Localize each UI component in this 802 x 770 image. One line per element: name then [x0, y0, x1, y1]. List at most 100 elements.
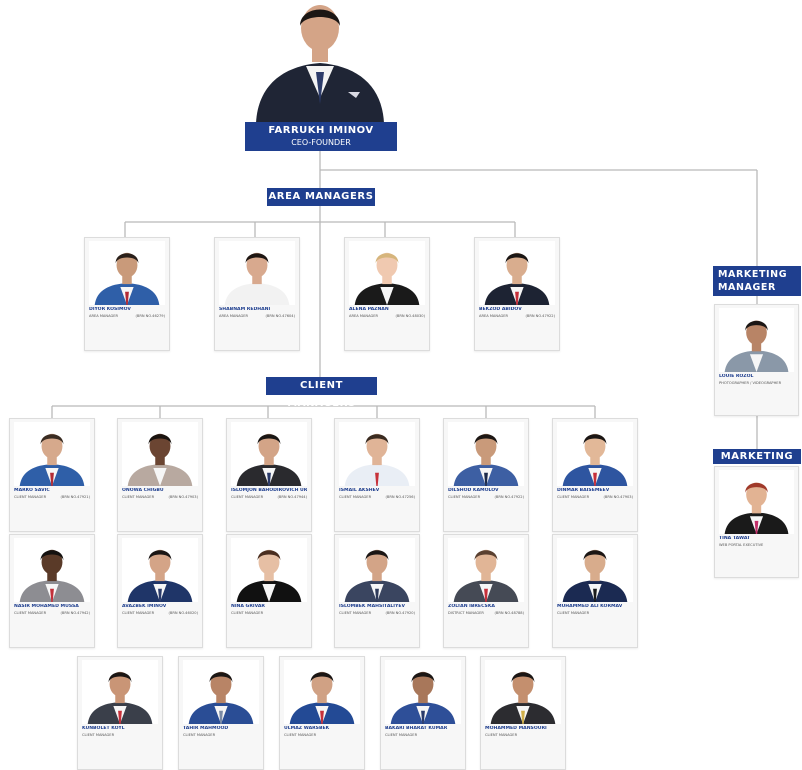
person-name: NASIR MOHAMED MUSSA	[14, 604, 79, 609]
person-name: ISMAIL AKSHEV	[339, 488, 380, 493]
person-photo	[448, 422, 524, 486]
person-photo	[385, 660, 461, 724]
person-photo	[183, 660, 259, 724]
person-role: CLIENT MANAGER	[122, 495, 155, 499]
ceo-name-box: FARRUKH IMINOV CEO-FOUNDER	[245, 122, 397, 151]
person-role: CLIENT MANAGER	[485, 733, 518, 737]
person-photo	[14, 538, 90, 602]
person-name: TAHIR MAHMOOD	[183, 726, 229, 731]
person-name: ISLOMBEK MAHSITALIYEV	[339, 604, 406, 609]
person-name: LOUIE ROZOL	[719, 374, 754, 379]
person-role: CLIENT MANAGER	[14, 495, 47, 499]
person-name: BEKZOD ABIDOV	[479, 307, 522, 312]
person-name: ULMAZ WARSBEK	[284, 726, 330, 731]
person-info: ULMAZ WARSBEK CLIENT MANAGER	[284, 726, 360, 767]
person-card: ISLOMJON BAHODIROVICH URALOVCLIENT MANAG…	[226, 418, 312, 532]
person-role: CLIENT MANAGER	[183, 733, 216, 737]
person-info: ISLOMJON BAHODIROVICH URALOVCLIENT MANAG…	[231, 488, 307, 529]
person-name: BAKARI BHARAT KUMAR	[385, 726, 448, 731]
person-card: KUNBOLET KOYL CLIENT MANAGER	[77, 656, 163, 770]
person-info: BAKARI BHARAT KUMAR CLIENT MANAGER	[385, 726, 461, 767]
person-info: DILSHOD KAMOLOV CLIENT MANAGER (BRN NO.479…	[448, 488, 524, 529]
person-photo	[557, 538, 633, 602]
person-card: LOUIE ROZOL PHOTOGRAPHER / VIDEOGRAPHER	[714, 304, 799, 416]
person-photo	[349, 241, 425, 305]
person-license: (BRN NO.48788)	[494, 611, 524, 615]
person-name: SHABNAM REDHANI	[219, 307, 271, 312]
client-managers-banner: CLIENT MANAGERS	[266, 377, 377, 409]
person-info: SHABNAM REDHANI AREA MANAGER (BRN NO.47604…	[219, 307, 295, 348]
person-name: DILSHOD KAMOLOV	[448, 488, 499, 493]
person-name: MARKO SAVIC	[14, 488, 50, 493]
person-name: DINMAR BAISEMEEV	[557, 488, 610, 493]
person-card: TINA TAWAT WEB PORTAL EXECUTIVE	[714, 466, 799, 578]
person-license: (BRN NO.48030)	[395, 314, 425, 318]
person-name: MUHAMMED ALI KORMAV	[557, 604, 623, 609]
person-info: KUNBOLET KOYL CLIENT MANAGER	[82, 726, 158, 767]
person-role: AREA MANAGER	[219, 314, 249, 318]
person-card: BAKARI BHARAT KUMAR CLIENT MANAGER	[380, 656, 466, 770]
person-name: ONOWA CHIGBU	[122, 488, 164, 493]
person-photo	[82, 660, 158, 724]
person-photo	[448, 538, 524, 602]
person-photo	[219, 241, 295, 305]
person-name: NINA GRIVAR	[231, 604, 265, 609]
person-role: CLIENT MANAGER	[557, 611, 590, 615]
person-license: (BRN NO.47944)	[277, 495, 307, 499]
person-license: (BRN NO.47921)	[60, 495, 90, 499]
person-role: AREA MANAGER	[89, 314, 119, 318]
person-license: (BRN NO.47256)	[385, 495, 415, 499]
person-info: LOUIE ROZOL PHOTOGRAPHER / VIDEOGRAPHER	[719, 374, 794, 413]
person-card: TAHIR MAHMOOD CLIENT MANAGER	[178, 656, 264, 770]
person-photo	[231, 422, 307, 486]
person-photo	[557, 422, 633, 486]
person-name: TINA TAWAT	[719, 536, 751, 541]
person-role: DISTRICT MANAGER	[448, 611, 484, 615]
person-name: AVAZBEK IMINOV	[122, 604, 167, 609]
person-role: WEB PORTAL EXECUTIVE	[719, 543, 764, 547]
person-info: MUHAMMED ALI KORMAV CLIENT MANAGER	[557, 604, 633, 645]
person-card: ULMAZ WARSBEK CLIENT MANAGER	[279, 656, 365, 770]
person-role: CLIENT MANAGER	[385, 733, 418, 737]
ceo-name: FARRUKH IMINOV	[268, 125, 374, 136]
person-photo	[89, 241, 165, 305]
person-role: CLIENT MANAGER	[339, 611, 372, 615]
person-name: ALENA PAZNAN	[349, 307, 389, 312]
person-photo	[719, 308, 794, 372]
person-photo	[284, 660, 360, 724]
person-photo	[339, 538, 415, 602]
person-photo	[479, 241, 555, 305]
person-card: SHABNAM REDHANI AREA MANAGER (BRN NO.47604…	[214, 237, 300, 351]
ceo-title: CEO-FOUNDER	[291, 138, 351, 147]
person-role: CLIENT MANAGER	[231, 495, 264, 499]
person-role: CLIENT MANAGER	[122, 611, 155, 615]
person-license: (BRN NO.47903)	[603, 495, 633, 499]
person-license: (BRN NO.47922)	[494, 495, 524, 499]
person-role: CLIENT MANAGER	[82, 733, 115, 737]
person-role: PHOTOGRAPHER / VIDEOGRAPHER	[719, 381, 782, 385]
person-info: TINA TAWAT WEB PORTAL EXECUTIVE	[719, 536, 794, 575]
person-role: CLIENT MANAGER	[448, 495, 481, 499]
person-role: CLIENT MANAGER	[284, 733, 317, 737]
person-name: KUNBOLET KOYL	[82, 726, 125, 731]
person-license: (BRN NO.47604)	[265, 314, 295, 318]
